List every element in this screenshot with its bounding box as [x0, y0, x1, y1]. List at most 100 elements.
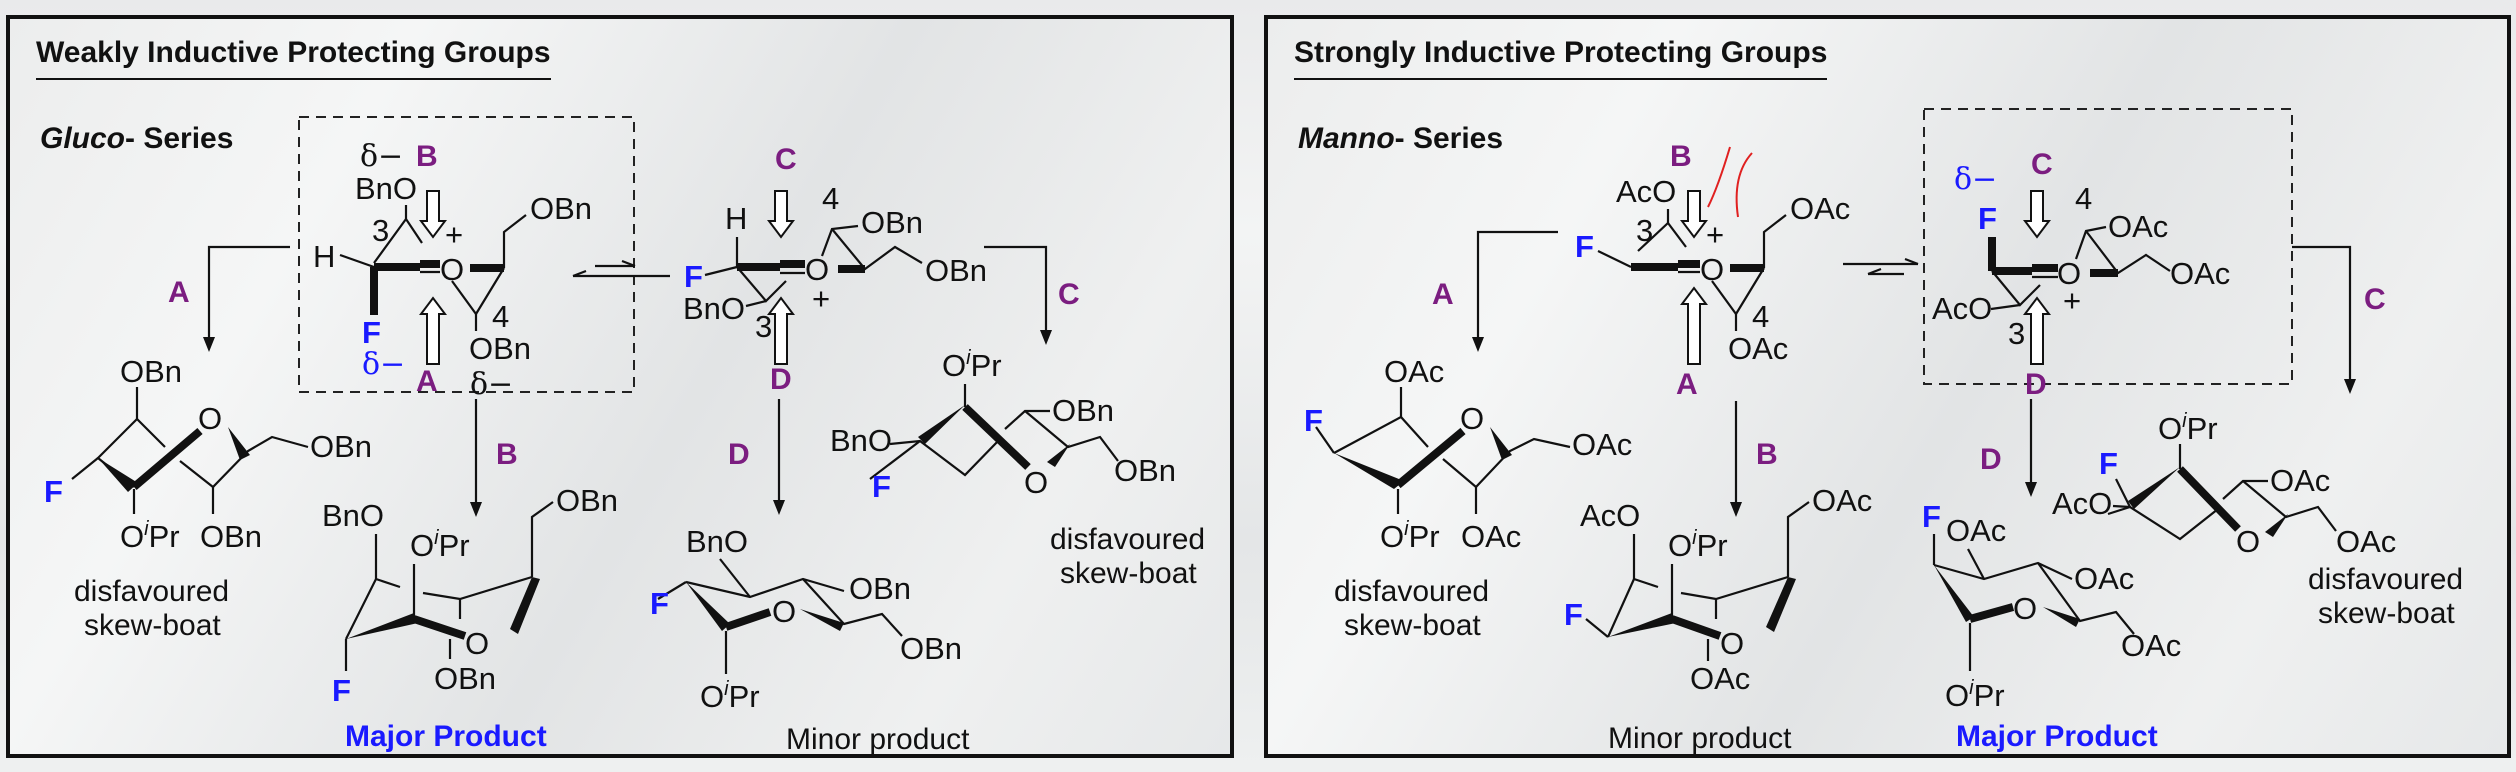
oac-label: OAc	[2270, 463, 2330, 498]
series-label: Gluco- Series	[40, 122, 234, 155]
attack-arrow-c	[2023, 190, 2051, 239]
pathway-label-d: D	[2025, 368, 2047, 401]
oac-c6-label: OAc	[1812, 483, 1872, 518]
pathway-label-c: C	[2031, 148, 2053, 181]
oipr-label: OiPr	[700, 678, 760, 714]
ring-oxygen-label: O	[2013, 591, 2037, 626]
fluorine-label: F	[44, 474, 63, 509]
oipr-label: OiPr	[2158, 410, 2218, 446]
caption-disfavoured: disfavoured	[1334, 575, 1489, 608]
caption-disfavoured: disfavoured	[74, 575, 229, 608]
oxocarbenium-conformer-2: C H 4 F O + BnO 3 D OBn OBn	[683, 143, 987, 396]
oac-c4-label: OAc	[2108, 209, 2168, 244]
oipr-label: OiPr	[120, 518, 180, 554]
attack-arrow-d	[2023, 296, 2051, 365]
oac-c6-label: OAc	[2170, 256, 2230, 291]
oac-label: OAc	[1461, 519, 1521, 554]
fluorine-label: F	[684, 259, 703, 294]
ring-oxygen-label: O	[1720, 626, 1744, 661]
ring-oxygen-label: O	[1024, 465, 1048, 500]
manno-scheme: B AcO 3 F O + OAc 4 OAc A	[1304, 108, 2463, 755]
c3-label: 3	[372, 213, 389, 248]
delta-minus-label: δ−	[360, 139, 403, 174]
product-a-skew-boat: OBn O OBn F OiPr OBn disfavoured skew-bo…	[44, 354, 372, 642]
fluorine-label: F	[1564, 597, 1583, 632]
delta-minus-label: δ−	[470, 367, 513, 402]
oac-c6-label: OAc	[2121, 628, 2181, 663]
c4-label: 4	[822, 181, 839, 216]
fluorine-label: F	[650, 586, 669, 621]
plus-charge: +	[2063, 283, 2081, 318]
c3-label: 3	[1636, 213, 1653, 248]
attack-arrow-a	[419, 296, 447, 365]
obn-c6-label: OBn	[556, 483, 618, 518]
product-b-major: BnO OiPr OBn O F OBn Major Product	[322, 483, 618, 753]
obn-label: OBn	[1052, 393, 1114, 428]
pathway-label-a: A	[1432, 278, 1454, 311]
pathway-label-d: D	[1980, 443, 2002, 476]
caption-minor-product: Minor product	[786, 723, 970, 756]
aco-label: AcO	[1616, 174, 1676, 209]
oxocarbenium-conformer-2: δ− C F 4 O + AcO 3 D OAc OAc	[1932, 148, 2230, 401]
oac-label: OAc	[2074, 561, 2134, 596]
ring-oxygen-label: O	[198, 401, 222, 436]
pathway-label-c: C	[1058, 278, 1080, 311]
arrow-path-c	[2292, 245, 2352, 386]
oac-c6-label: OAc	[2336, 524, 2396, 559]
c3-label: 3	[755, 309, 772, 344]
pathway-label-c: C	[775, 143, 797, 176]
fluorine-label: F	[1922, 499, 1941, 534]
ring-oxygen-label: O	[2057, 256, 2081, 291]
panel-strongly-inductive: Strongly Inductive Protecting Groups Man…	[1264, 15, 2511, 758]
oipr-label: OiPr	[1945, 677, 2005, 713]
attack-arrow-b	[419, 190, 447, 239]
pathway-label-d: D	[770, 363, 792, 396]
pathway-label-d: D	[728, 438, 750, 471]
attack-arrow-d	[767, 296, 795, 365]
aco-label: AcO	[1932, 291, 1992, 326]
gluco-scheme: δ− B BnO 3 H F δ− O + OBn 4 OBn δ−	[44, 116, 1205, 756]
aco-label: AcO	[1580, 498, 1640, 533]
obn-label: OBn	[200, 519, 262, 554]
obn-label: OBn	[849, 571, 911, 606]
pathway-label-a: A	[416, 365, 438, 398]
oac-label: OAc	[1690, 661, 1750, 696]
oac-c6-label: OAc	[1572, 427, 1632, 462]
pathway-label-b: B	[416, 140, 438, 173]
arrow-path-a	[1476, 230, 1558, 344]
oxocarbenium-conformer-1: δ− B BnO 3 H F δ− O + OBn 4 OBn δ−	[313, 139, 592, 402]
c4-label: 4	[1752, 299, 1769, 334]
oipr-label: OiPr	[410, 527, 470, 563]
fluorine-label: F	[332, 673, 351, 708]
equilibrium-arrows	[572, 259, 670, 278]
attack-arrow-b	[1680, 190, 1708, 239]
ring-oxygen-label: O	[2236, 524, 2260, 559]
oipr-label: OiPr	[1668, 527, 1728, 563]
obn-c4-label: OBn	[861, 205, 923, 240]
product-c-skew-boat: OiPr F AcO OAc O OAc disfavoured skew-bo…	[2052, 410, 2463, 630]
caption-major-product: Major Product	[345, 720, 547, 753]
panel-title: Strongly Inductive Protecting Groups	[1294, 36, 1828, 80]
caption-skew-boat: skew-boat	[2318, 597, 2455, 630]
pathway-label-a: A	[1676, 368, 1698, 401]
caption-skew-boat: skew-boat	[1344, 609, 1481, 642]
pathway-label-a: A	[168, 276, 190, 309]
pathway-label-c: C	[2364, 283, 2386, 316]
obn-label: OBn	[434, 661, 496, 696]
oipr-label: OiPr	[1380, 518, 1440, 554]
attack-arrow-a	[1680, 286, 1708, 365]
oac-c6-label: OAc	[1790, 191, 1850, 226]
series-label: Manno- Series	[1298, 122, 1504, 155]
pathway-label-b: B	[1670, 140, 1692, 173]
obn-label: OBn	[120, 354, 182, 389]
plus-charge: +	[812, 281, 830, 316]
steric-clash-mark	[1707, 146, 1731, 208]
product-d-minor: BnO F O OBn OBn OiPr Minor product	[650, 524, 970, 756]
c4-label: 4	[492, 299, 509, 334]
obn-c4-label: OBn	[469, 331, 531, 366]
caption-disfavoured: disfavoured	[1050, 523, 1205, 556]
obn-c6-label: OBn	[310, 429, 372, 464]
caption-major-product: Major Product	[1956, 720, 2158, 753]
product-d-major: F OAc OAc O OAc OiPr Major Product	[1922, 499, 2181, 753]
fluorine-label: F	[2099, 446, 2118, 481]
